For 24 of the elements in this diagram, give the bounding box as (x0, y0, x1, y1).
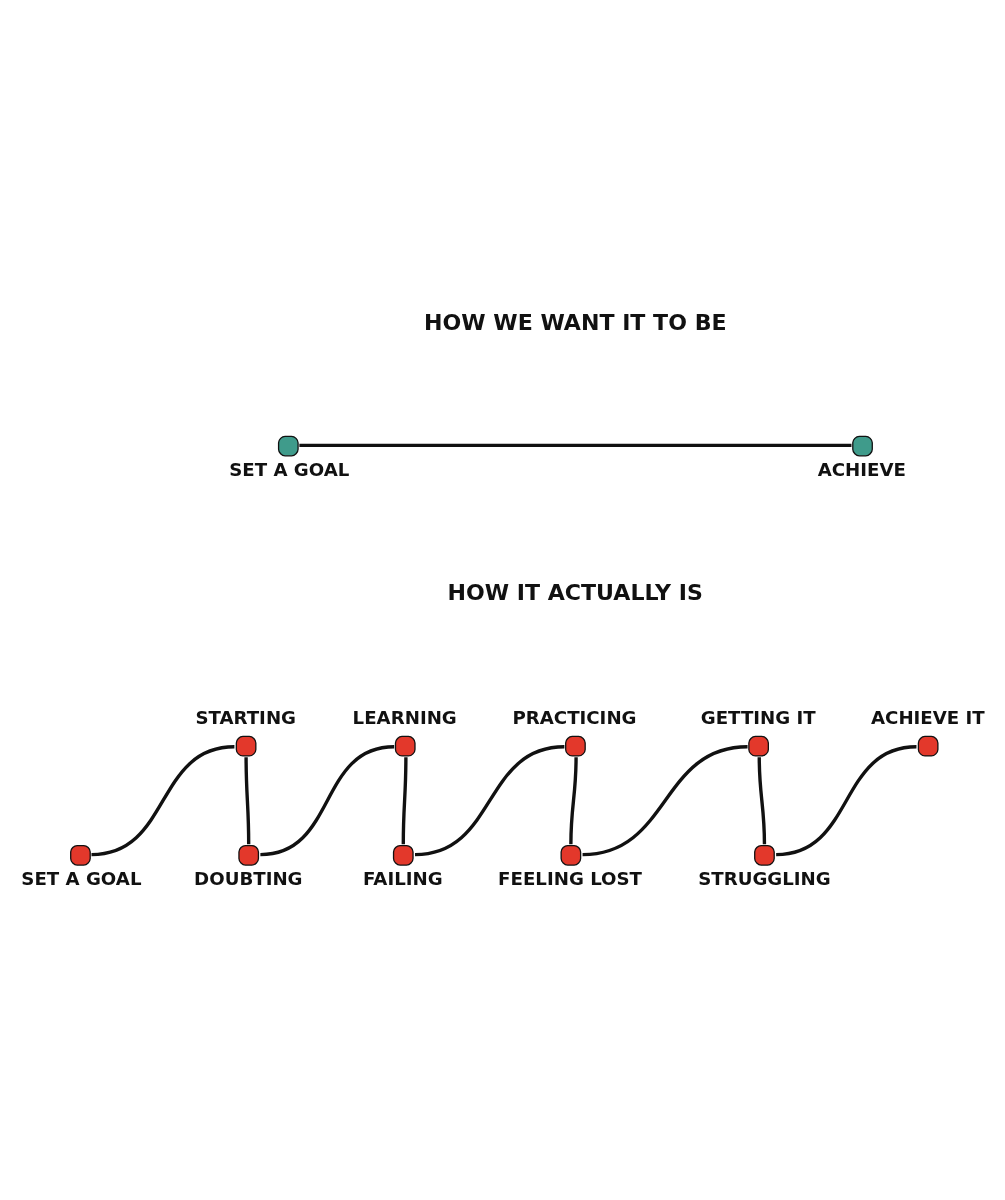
node-label: SET A GOAL (20, 867, 141, 889)
connector (414, 745, 565, 857)
node-label: GETTING IT (700, 706, 816, 728)
connector (298, 443, 851, 448)
node-label: STARTING (194, 706, 296, 728)
node-label: SET A GOAL (228, 458, 349, 480)
node-label: ACHIEVE IT (870, 706, 985, 728)
node-label: ACHIEVE (817, 458, 906, 480)
connector (259, 745, 394, 857)
node-label: DOUBTING (193, 867, 303, 889)
connector (243, 757, 250, 845)
node-label: LEARNING (352, 706, 457, 728)
connector (581, 745, 748, 857)
node-label: STRUGGLING (697, 867, 831, 889)
node-label: FEELING LOST (497, 867, 642, 889)
connector (568, 757, 578, 845)
connector (775, 745, 917, 857)
node-label: PRACTICING (511, 706, 637, 728)
connector (90, 745, 235, 857)
connector (401, 757, 408, 845)
label: HOW IT ACTUALLY IS (446, 580, 703, 606)
label: HOW WE WANT IT TO BE (423, 309, 727, 335)
connector (757, 757, 766, 845)
node-label: FAILING (362, 867, 443, 889)
